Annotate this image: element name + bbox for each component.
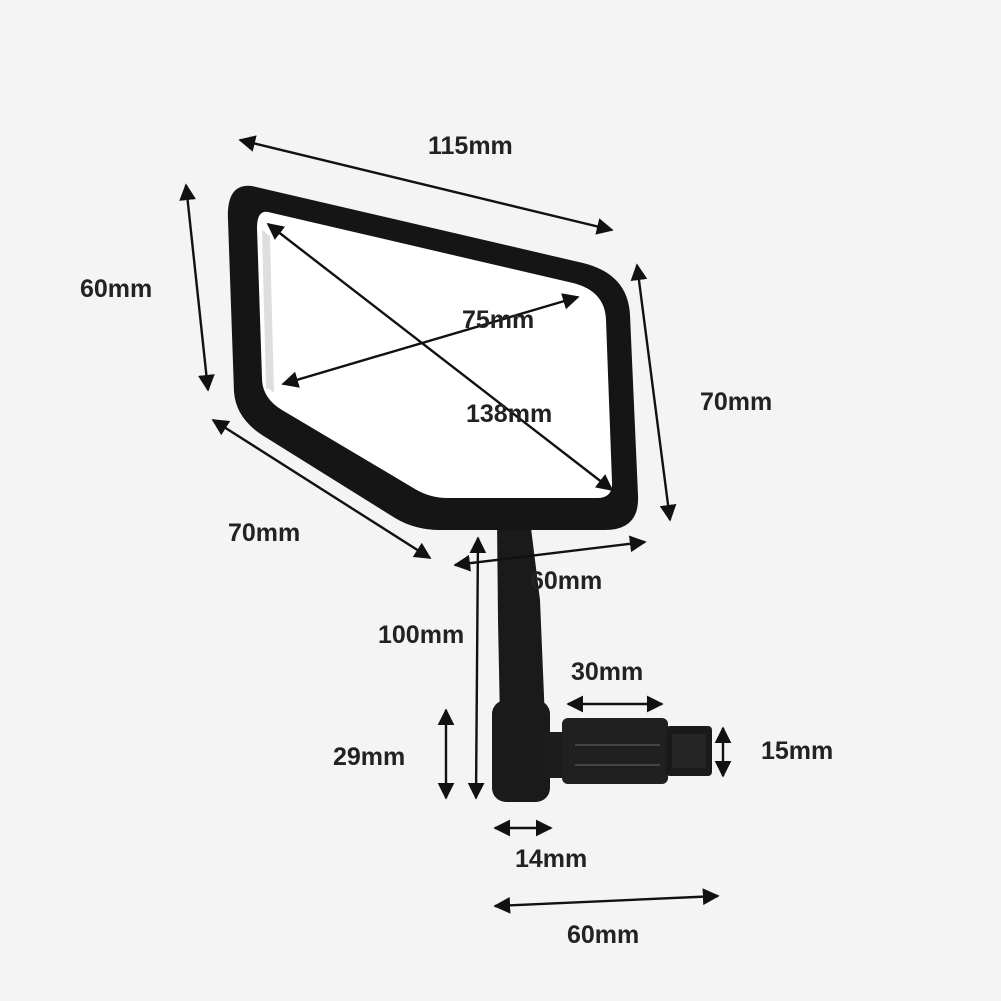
label-frame-top-width: 115mm	[428, 132, 513, 160]
dimension-lines	[179, 135, 732, 914]
label-plug-diameter: 15mm	[761, 737, 833, 765]
clamp-sleeve	[562, 718, 668, 784]
dimension-labels: 115mm 60mm 75mm 138mm 70mm 70mm 60mm 100…	[80, 132, 833, 949]
mirror-arm	[497, 520, 545, 720]
label-glass-diagonal: 138mm	[466, 400, 552, 428]
dim-line-glass-diagonal	[266, 222, 614, 492]
dim-line-total-width	[493, 888, 720, 914]
dim-line-left-height	[179, 183, 215, 392]
label-clamp-height: 29mm	[333, 743, 405, 771]
label-frame-bottom-width: 60mm	[530, 567, 602, 595]
label-frame-right-height: 70mm	[700, 388, 772, 416]
dim-line-arm-height	[467, 536, 487, 800]
label-clamp-length: 30mm	[571, 658, 643, 686]
label-clamp-width: 14mm	[515, 845, 587, 873]
dim-line-top-width	[238, 135, 614, 235]
dim-line-bottom-width	[453, 535, 647, 572]
label-frame-left-height: 60mm	[80, 275, 152, 303]
label-glass-width: 75mm	[462, 306, 534, 334]
label-arm-height: 100mm	[378, 621, 464, 649]
dim-line-right-height	[630, 263, 677, 522]
clamp-body	[492, 700, 550, 802]
label-total-width: 60mm	[567, 921, 639, 949]
dim-line-bottom-left-edge	[211, 418, 432, 560]
label-frame-bottom-left-edge: 70mm	[228, 519, 300, 547]
